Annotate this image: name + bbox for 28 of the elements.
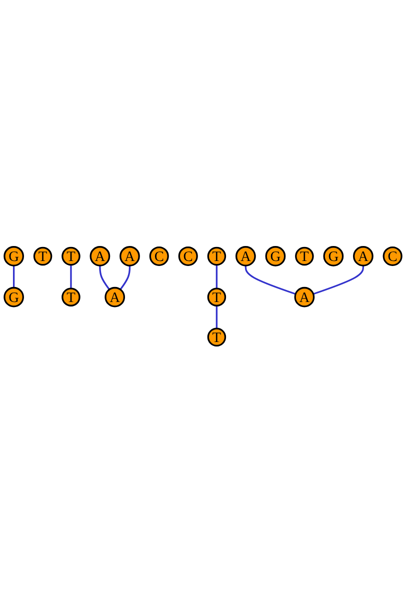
node-circle: G [4, 246, 24, 266]
node-circle: T [33, 246, 52, 266]
connector [12, 265, 15, 288]
node-circle: T [62, 288, 80, 306]
node-circle: T [207, 288, 226, 306]
node-circle: C [382, 246, 402, 266]
node-circle: A [353, 246, 374, 266]
connector [244, 265, 296, 295]
connector [70, 264, 72, 288]
connector [216, 305, 218, 328]
connector [313, 265, 364, 295]
node-circle: C [149, 246, 169, 266]
node-circle: T [62, 246, 80, 266]
node-circle: G [4, 286, 24, 308]
node-circle: A [294, 286, 315, 308]
node-circle: G [323, 246, 344, 266]
connector [99, 265, 110, 290]
node-circle: C [178, 246, 198, 266]
node-circle: A [120, 246, 140, 266]
node-circle: A [90, 246, 110, 266]
node-circle: T [207, 246, 226, 266]
connector [216, 264, 218, 288]
node-circle: A [104, 286, 126, 308]
node-circle: G [265, 246, 286, 266]
node-circle: T [207, 328, 226, 346]
node-circle: T [295, 246, 314, 266]
connector [120, 265, 131, 290]
node-circle: A [235, 246, 256, 266]
